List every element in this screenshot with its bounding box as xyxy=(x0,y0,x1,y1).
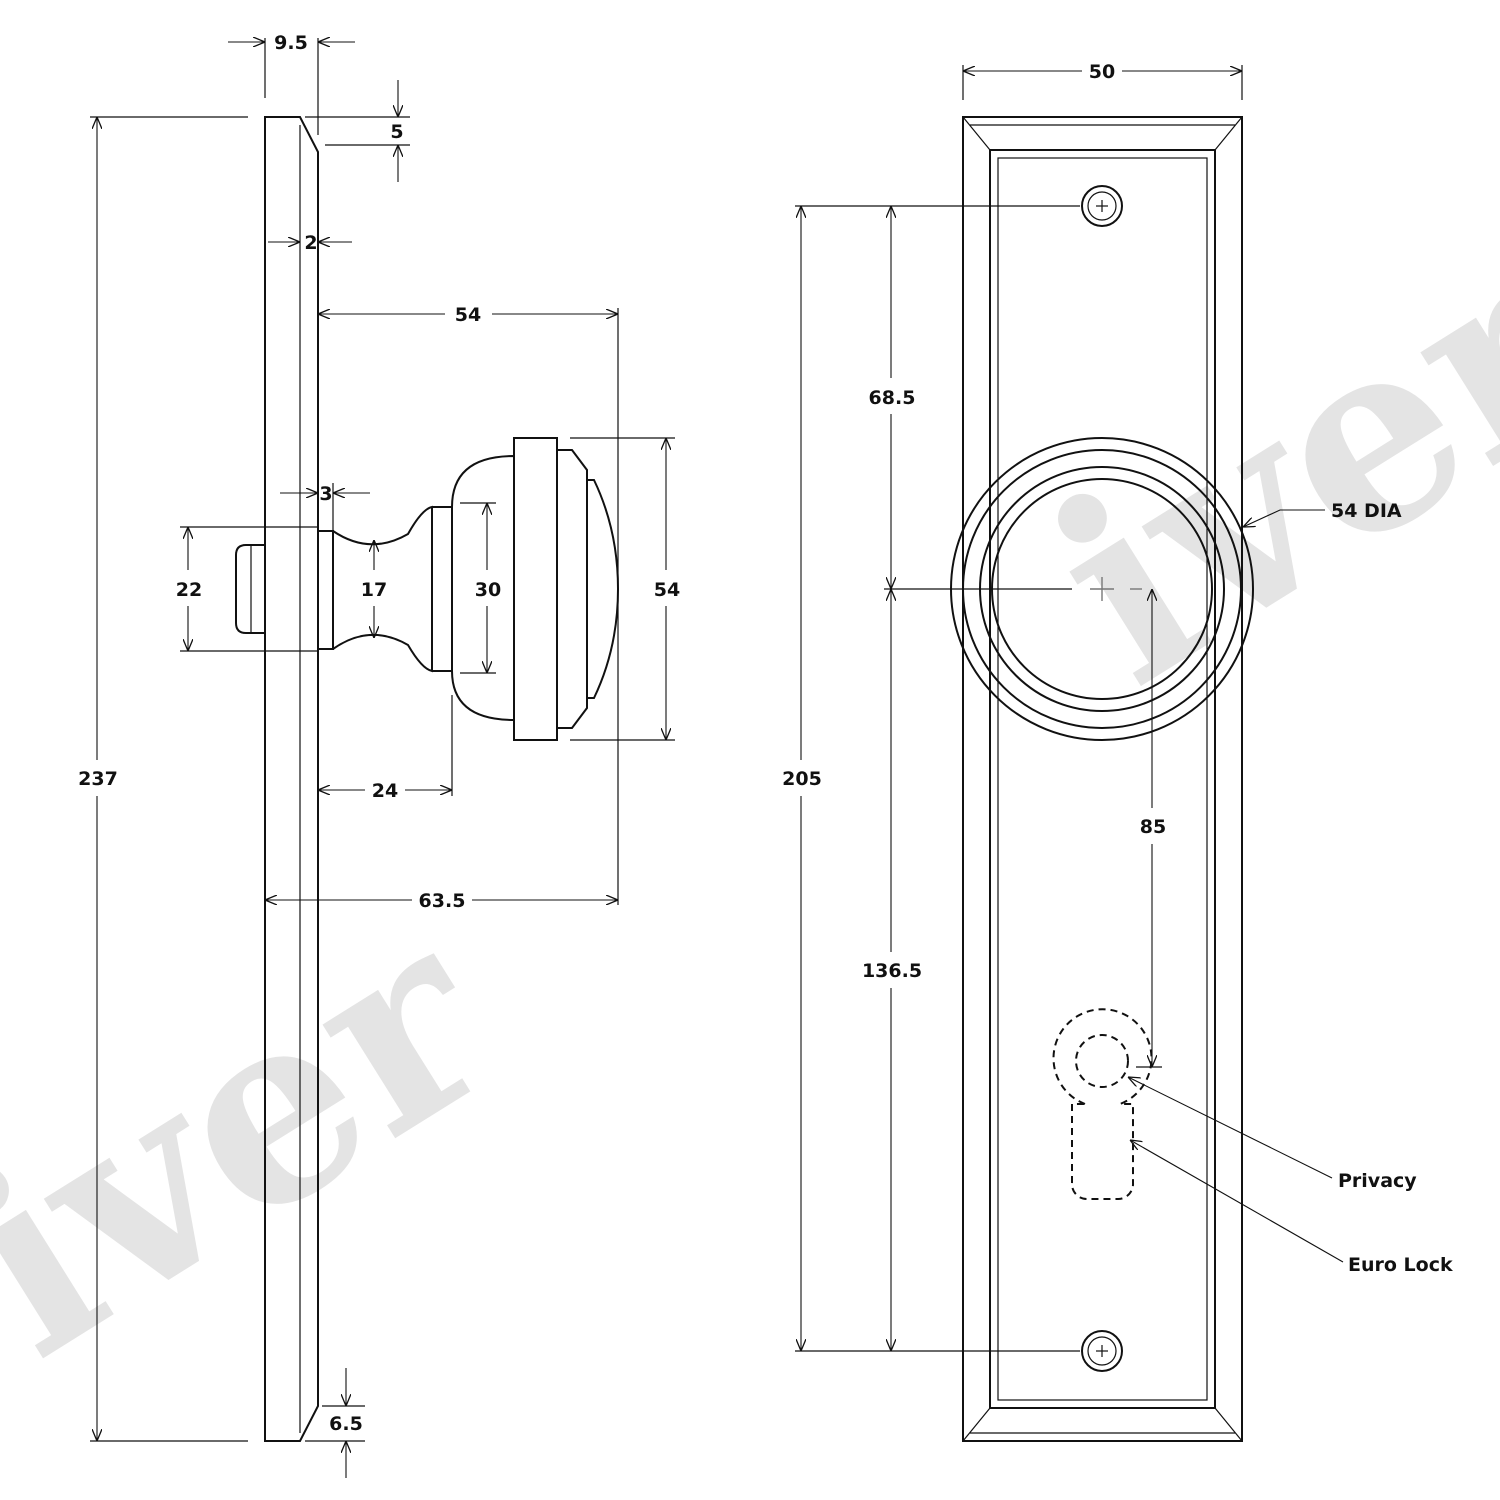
knob-rose xyxy=(318,530,334,650)
front-backplate-panel xyxy=(997,157,1208,1401)
watermark: iver iver xyxy=(0,189,1500,1415)
watermark-text-2: iver xyxy=(1005,189,1500,743)
knob-head-band xyxy=(513,437,558,741)
callout-euro-lock: Euro Lock xyxy=(1348,1254,1453,1276)
dim-label-bottom-chamfer: 6.5 xyxy=(329,1413,363,1435)
side-view: 9.5 5 2 54 3 22 17 3 xyxy=(78,32,680,1478)
front-view: 50 205 68.5 136.5 85 54 DIA Privacy Euro… xyxy=(782,61,1453,1442)
dim-label-top-chamfer: 5 xyxy=(390,121,403,143)
dim-label-plate-step: 2 xyxy=(304,232,317,254)
dim-label-spindle-boss: 22 xyxy=(176,579,202,601)
knob-step-1 xyxy=(557,449,588,729)
leader-privacy xyxy=(1128,1077,1333,1179)
top-screw-icon xyxy=(1081,185,1123,227)
leader-euro-lock xyxy=(1130,1140,1344,1263)
front-backplate-inner xyxy=(989,149,1216,1409)
bottom-screw-icon xyxy=(1081,1330,1123,1372)
dim-label-screw-centres: 205 xyxy=(782,768,822,790)
front-backplate-outer xyxy=(962,116,1243,1442)
watermark-text-1: iver xyxy=(0,862,541,1416)
leader-knob-diameter xyxy=(1243,509,1325,527)
dim-label-plate-tip-width: 9.5 xyxy=(274,32,308,54)
knob-neck xyxy=(332,505,433,673)
dim-label-knob-inner: 30 xyxy=(475,579,501,601)
side-backplate-outline xyxy=(264,116,319,1442)
callout-privacy: Privacy xyxy=(1338,1170,1417,1192)
knob-neck-collar xyxy=(432,506,453,672)
dim-label-rose-gap: 3 xyxy=(319,483,332,505)
dim-label-screw-to-knob: 68.5 xyxy=(869,387,916,409)
front-bevel-corner xyxy=(1214,1407,1243,1442)
keyhole-euro-lock xyxy=(1052,1008,1153,1201)
dim-label-knob-projection: 54 xyxy=(455,304,481,326)
front-bevel-corner xyxy=(962,1407,991,1442)
knob-face xyxy=(587,479,620,699)
dim-label-neck-length: 24 xyxy=(372,780,398,802)
keyhole-privacy xyxy=(1075,1034,1129,1088)
dim-label-plate-width: 50 xyxy=(1089,61,1115,83)
dim-label-knob-diameter: 54 xyxy=(654,579,680,601)
spindle-boss xyxy=(235,544,265,634)
callout-knob-diameter: 54 DIA xyxy=(1331,500,1402,522)
dim-label-knob-to-lock: 85 xyxy=(1140,816,1166,838)
dim-label-overall-projection: 63.5 xyxy=(419,890,466,912)
dim-label-overall-height: 237 xyxy=(78,768,118,790)
front-bevel-corner xyxy=(1214,116,1243,151)
front-bevel-corner xyxy=(962,116,991,151)
dim-label-neck: 17 xyxy=(361,579,387,601)
dim-label-knob-to-screw: 136.5 xyxy=(862,960,922,982)
